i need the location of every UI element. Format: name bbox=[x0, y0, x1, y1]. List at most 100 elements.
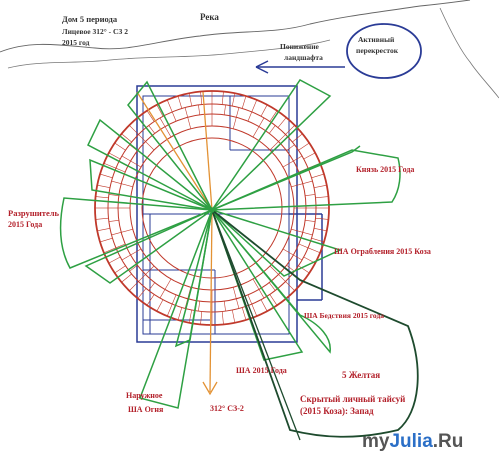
landscape-label: Понижение bbox=[280, 42, 320, 51]
compass-tick bbox=[231, 93, 236, 107]
compass-tick bbox=[260, 104, 268, 117]
compass-tick bbox=[187, 287, 192, 299]
compass-tick bbox=[166, 99, 173, 113]
compass-tick bbox=[159, 117, 166, 127]
compass-tick bbox=[130, 248, 142, 256]
compass-tick bbox=[156, 104, 164, 117]
compass-tick bbox=[148, 125, 156, 134]
compass-tick bbox=[198, 301, 201, 312]
compass-tick bbox=[111, 180, 122, 184]
compass-tick bbox=[231, 309, 236, 323]
compass-tick bbox=[277, 117, 287, 128]
compass-tick bbox=[278, 274, 286, 282]
compass-tick bbox=[311, 237, 325, 243]
compass-tick bbox=[313, 227, 327, 232]
watermark-brand: Julia bbox=[389, 431, 433, 452]
landscape-arrow bbox=[255, 60, 345, 74]
compass-tick bbox=[307, 247, 321, 254]
compass-tick bbox=[269, 294, 278, 306]
compass-tick bbox=[236, 298, 240, 309]
watermark-prefix: my bbox=[362, 431, 390, 452]
compass-tick bbox=[114, 142, 126, 151]
compass-tick bbox=[121, 228, 133, 233]
compass-tick bbox=[145, 265, 155, 275]
compass-tick bbox=[187, 117, 192, 129]
compass-tick bbox=[164, 126, 172, 138]
compass-tick bbox=[291, 228, 303, 233]
compass-tick bbox=[99, 237, 113, 243]
compass-tick bbox=[146, 110, 155, 122]
compass-tick bbox=[269, 141, 279, 151]
compass-tick bbox=[303, 152, 316, 160]
compass-tick bbox=[146, 294, 155, 306]
compass-tick bbox=[115, 243, 126, 249]
luopan-compass bbox=[94, 90, 330, 326]
facing-lines bbox=[136, 91, 218, 396]
compass-tick bbox=[236, 107, 240, 118]
compass-ticks bbox=[95, 91, 329, 325]
compass-tick bbox=[282, 160, 294, 168]
compass-tick bbox=[258, 289, 265, 299]
compass-tick bbox=[184, 298, 188, 309]
compass-tick bbox=[305, 219, 316, 222]
compass-tick bbox=[298, 265, 310, 274]
compass-tick bbox=[292, 133, 303, 143]
compass-tick bbox=[311, 173, 325, 179]
crossroad-ellipse bbox=[346, 23, 422, 79]
annual-sectors bbox=[59, 79, 401, 409]
compass-tick bbox=[99, 173, 113, 179]
compass-tick bbox=[293, 254, 303, 261]
compass-tick bbox=[108, 152, 121, 160]
compass-tick bbox=[156, 299, 164, 312]
compass-tick bbox=[111, 232, 122, 236]
compass-tick bbox=[269, 265, 279, 275]
compass-tick bbox=[121, 133, 132, 143]
compass-tick bbox=[251, 303, 258, 317]
river-outline-lower bbox=[7, 7, 499, 99]
compass-tick bbox=[121, 254, 131, 261]
landscape-label-2: ландшафта bbox=[284, 53, 323, 62]
compass-tick bbox=[148, 282, 156, 291]
compass-tick bbox=[138, 274, 146, 282]
compass-tick bbox=[121, 273, 132, 283]
compass-tick bbox=[298, 243, 309, 249]
compass-tick bbox=[200, 311, 203, 325]
river-label: Река bbox=[200, 12, 219, 22]
hidden-taisui-direction-label: (2015 Коза): Запад bbox=[300, 406, 374, 416]
compass-tick bbox=[108, 256, 121, 264]
compass-tick bbox=[269, 110, 278, 122]
compass-tick bbox=[291, 183, 303, 188]
compass-tick bbox=[145, 141, 155, 151]
outer-fire-label: Наружное bbox=[126, 391, 163, 400]
compass-tick bbox=[129, 281, 139, 291]
compass-tick bbox=[184, 107, 188, 118]
compass-tick bbox=[171, 111, 177, 122]
compass-tick bbox=[278, 134, 286, 142]
compass-tick bbox=[95, 217, 109, 220]
compass-tick bbox=[108, 219, 119, 222]
compass-tick bbox=[200, 91, 203, 105]
sha-year-label: ША 2015 Года bbox=[236, 366, 287, 375]
compass-tick bbox=[285, 281, 295, 291]
hidden-taisui-label: Скрытый личный тайсуй bbox=[300, 394, 405, 404]
compass-tick bbox=[114, 265, 126, 274]
compass-tick bbox=[103, 162, 117, 169]
compass-tick bbox=[97, 227, 111, 232]
site-watermark: myJulia.Ru bbox=[362, 431, 463, 452]
compass-tick bbox=[138, 134, 146, 142]
compass-tick bbox=[252, 126, 260, 138]
compass-tick bbox=[286, 144, 295, 152]
river-outline bbox=[0, 0, 471, 53]
compass-tick bbox=[286, 264, 295, 272]
compass-tick bbox=[129, 125, 139, 135]
compass-tick bbox=[285, 125, 295, 135]
destroyer-year-label: 2015 Года bbox=[8, 220, 42, 229]
watermark-suffix: .Ru bbox=[433, 431, 464, 452]
compass-tick bbox=[223, 301, 226, 312]
sha-disaster-label: ША Бедствия 2015 года bbox=[304, 311, 384, 320]
compass-tick bbox=[305, 194, 316, 197]
compass-tick bbox=[171, 294, 177, 305]
compass-tick bbox=[129, 264, 138, 272]
compass-tick bbox=[268, 282, 276, 291]
compass-tick bbox=[188, 93, 193, 107]
